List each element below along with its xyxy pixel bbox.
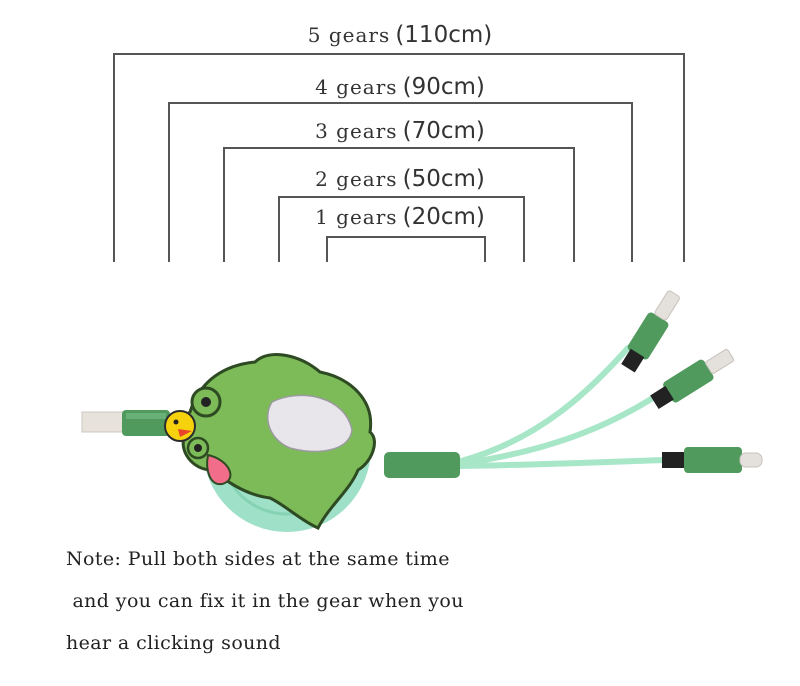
gear-bracket-2	[278, 196, 525, 262]
gear-name: 1 gears	[315, 205, 398, 229]
gear-length: (70cm)	[402, 118, 485, 144]
retractable-cable-illustration	[81, 290, 763, 532]
crocodile-mascot	[179, 353, 376, 530]
gear-label-5: 5 gears (110cm)	[0, 24, 800, 47]
gear-bracket-3	[223, 147, 575, 262]
note-line-3: hear a clicking sound	[66, 632, 281, 654]
gear-bracket-5	[113, 53, 685, 262]
gear-label-1: 1 gears (20cm)	[0, 206, 800, 229]
duckling-figure	[164, 410, 196, 442]
gear-bracket-4	[168, 102, 633, 262]
gear-length: (110cm)	[395, 22, 493, 48]
gear-label-2: 2 gears (50cm)	[0, 168, 800, 191]
cables	[455, 345, 668, 469]
gear-name: 4 gears	[315, 75, 398, 99]
lightning-connector	[621, 290, 680, 373]
gear-bracket-1	[326, 236, 486, 262]
usb-c-connector	[662, 447, 763, 473]
gear-length: (90cm)	[402, 74, 485, 100]
gear-label-3: 3 gears (70cm)	[0, 120, 800, 143]
usb-a-plug	[81, 410, 170, 436]
note-line-1: Note: Pull both sides at the same time	[66, 548, 450, 570]
gear-label-4: 4 gears (90cm)	[0, 76, 800, 99]
gear-length: (50cm)	[402, 166, 485, 192]
gear-name: 3 gears	[315, 119, 398, 143]
gear-length: (20cm)	[402, 204, 485, 230]
micro-usb-connector	[650, 348, 735, 410]
note-line-2: and you can fix it in the gear when you	[66, 590, 464, 612]
gear-name: 5 gears	[307, 23, 391, 47]
cable-hub	[384, 452, 460, 478]
gear-name: 2 gears	[315, 167, 398, 191]
